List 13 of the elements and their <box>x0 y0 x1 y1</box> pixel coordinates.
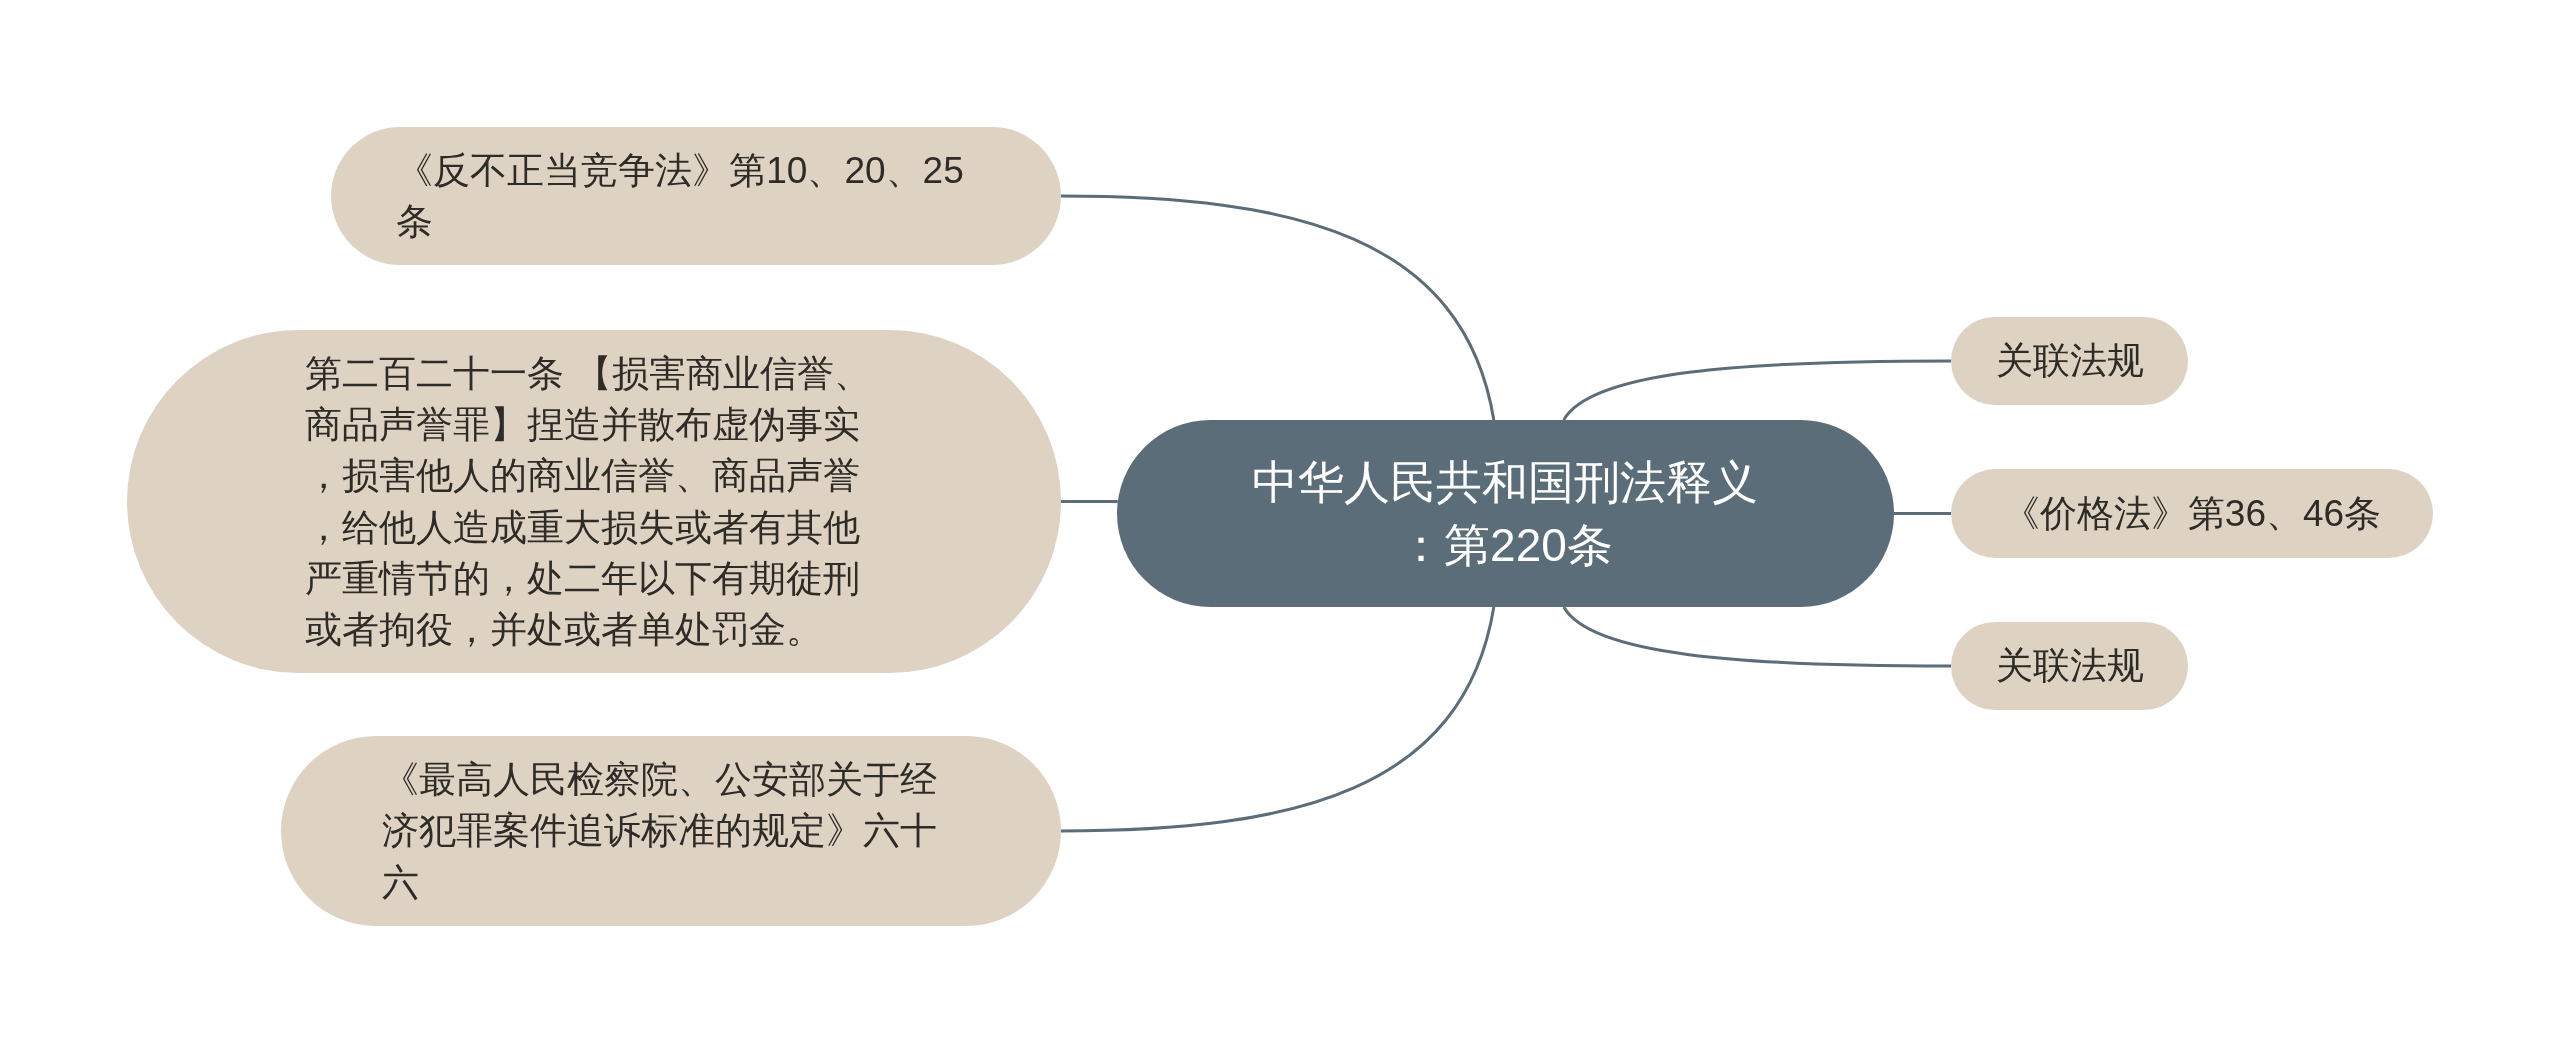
subtopic-text: 《反不正当竞争法》第10、20、25条 <box>396 148 965 244</box>
subtopic-text: 关联法规 <box>1995 644 2144 689</box>
connector-line <box>1061 500 1118 503</box>
connector-line <box>1060 194 1496 421</box>
connector-line <box>1562 606 1951 668</box>
connector-line <box>1060 606 1496 833</box>
central-topic-text: 中华人民共和国刑法释义：第220条 <box>1251 455 1760 573</box>
subtopic-text: 《最高人民检察院、公安部关于经济犯罪案件追诉标准的规定》六十六 <box>382 758 939 905</box>
connector-line <box>1894 512 1951 515</box>
connector-line <box>1562 359 1951 421</box>
subtopic-text: 《价格法》第36、46条 <box>2002 491 2382 536</box>
subtopic-text: 第二百二十一条 【损害商业信誉、商品声誉罪】捏造并散布虚伪事实，损害他人的商业信誉、商品声誉，给他人造成重大损失或者有其他严重情节的，处二年以下有期徒刑或者拘役，并处或者单处罚金。 <box>305 352 872 652</box>
subtopic-text: 关联法规 <box>1995 339 2144 384</box>
